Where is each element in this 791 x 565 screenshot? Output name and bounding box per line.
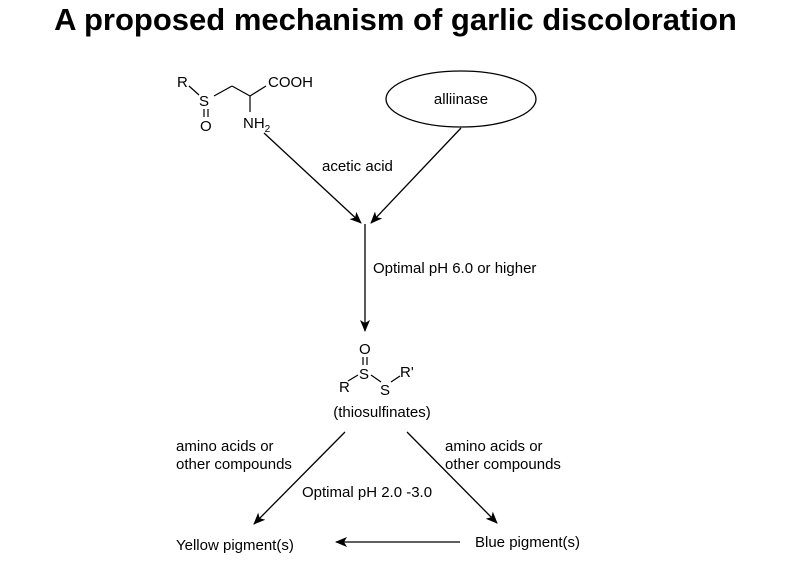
left-branch-line2: other compounds [176,456,292,473]
substrate-amine: NH2 [243,115,271,135]
bond-s-ch2 [213,85,233,97]
blue-pigment-label: Blue pigment(s) [475,534,580,551]
substrate-structure: R S O COOH NH2 [177,74,313,135]
right-branch-line2: other compounds [445,456,561,473]
substrate-r-group: R [177,74,188,91]
substrate-oxygen: O [200,118,212,135]
bond-s2-rprime [390,375,401,383]
thiosulfinate-r-group: R [339,379,350,396]
thiosulfinate-sulfur-2: S [380,382,390,399]
arrow-substrate-to-reaction [263,132,362,224]
bond-ca-cooh [249,85,267,97]
thiosulfinate-sulfur-1: S [359,366,369,383]
left-branch-line1: amino acids or [176,438,274,455]
thiosulfinate-oxygen: O [359,341,371,358]
enzyme-ellipse [385,70,537,128]
ph-low-label: Optimal pH 2.0 -3.0 [302,484,432,501]
bond-r-s1 [347,374,359,382]
bond-ch2-ca [231,85,251,97]
substrate-sulfur: S [199,93,209,110]
right-branch-line1: amino acids or [445,438,543,455]
thiosulfinate-r-prime: R' [400,364,414,381]
bond-s1-s2 [370,374,382,383]
thiosulfinate-structure: O S R S R' [339,341,414,399]
diagram-title: A proposed mechanism of garlic discolora… [54,2,737,37]
arrow-to-blue [406,431,498,524]
arrow-enzyme-to-reaction [370,127,462,224]
bond-r-s [188,85,200,96]
substrate-carboxyl: COOH [268,74,313,91]
acid-condition-label: acetic acid [322,158,393,175]
ph-high-label: Optimal pH 6.0 or higher [373,260,536,277]
yellow-pigment-label: Yellow pigment(s) [176,537,294,554]
arrow-to-yellow [253,431,346,525]
thiosulfinates-label: (thiosulfinates) [333,404,431,421]
enzyme-label: alliinase [434,91,488,108]
